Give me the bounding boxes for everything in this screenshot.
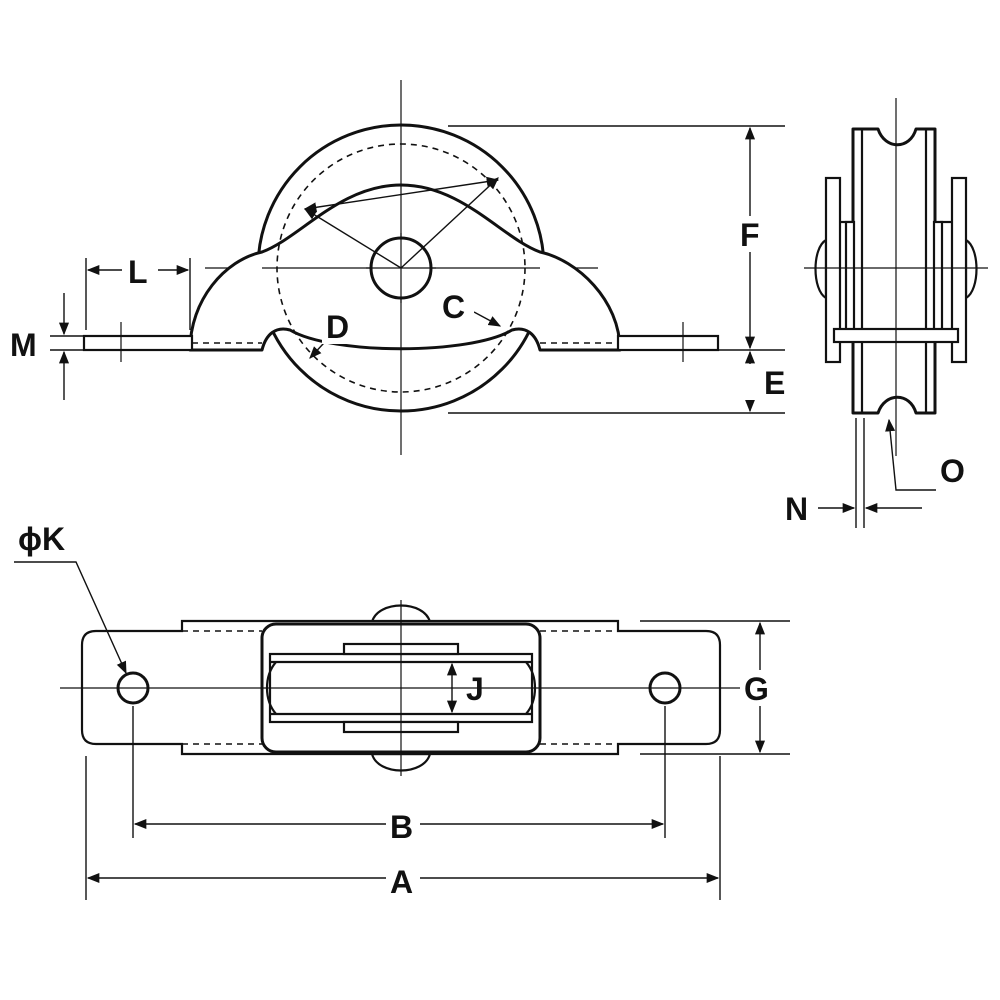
- front-view: [50, 80, 785, 455]
- side-wheel: [851, 127, 937, 415]
- side-plate-left: [824, 176, 842, 364]
- label-O: O: [940, 453, 965, 489]
- side-view: [804, 98, 988, 528]
- label-A: A: [390, 864, 413, 900]
- top-view: [14, 561, 790, 900]
- label-L: L: [128, 254, 148, 290]
- label-F: F: [740, 217, 760, 253]
- label-G: G: [744, 671, 769, 707]
- label-M: M: [10, 327, 37, 363]
- label-D: D: [326, 309, 349, 345]
- dimension-C-leader: [473, 311, 502, 327]
- side-plate-right: [950, 176, 968, 364]
- dimension-O-leader: [885, 418, 936, 491]
- dimension-D-line: [303, 176, 500, 213]
- label-C: C: [442, 289, 465, 325]
- label-B: B: [390, 809, 413, 845]
- label-E: E: [764, 365, 785, 401]
- label-J: J: [466, 671, 484, 707]
- label-N: N: [785, 491, 808, 527]
- base-flange-left: [82, 334, 194, 352]
- dimension-K-leader: [14, 561, 127, 675]
- label-K: ϕK: [18, 521, 65, 557]
- base-flange-right: [616, 334, 720, 352]
